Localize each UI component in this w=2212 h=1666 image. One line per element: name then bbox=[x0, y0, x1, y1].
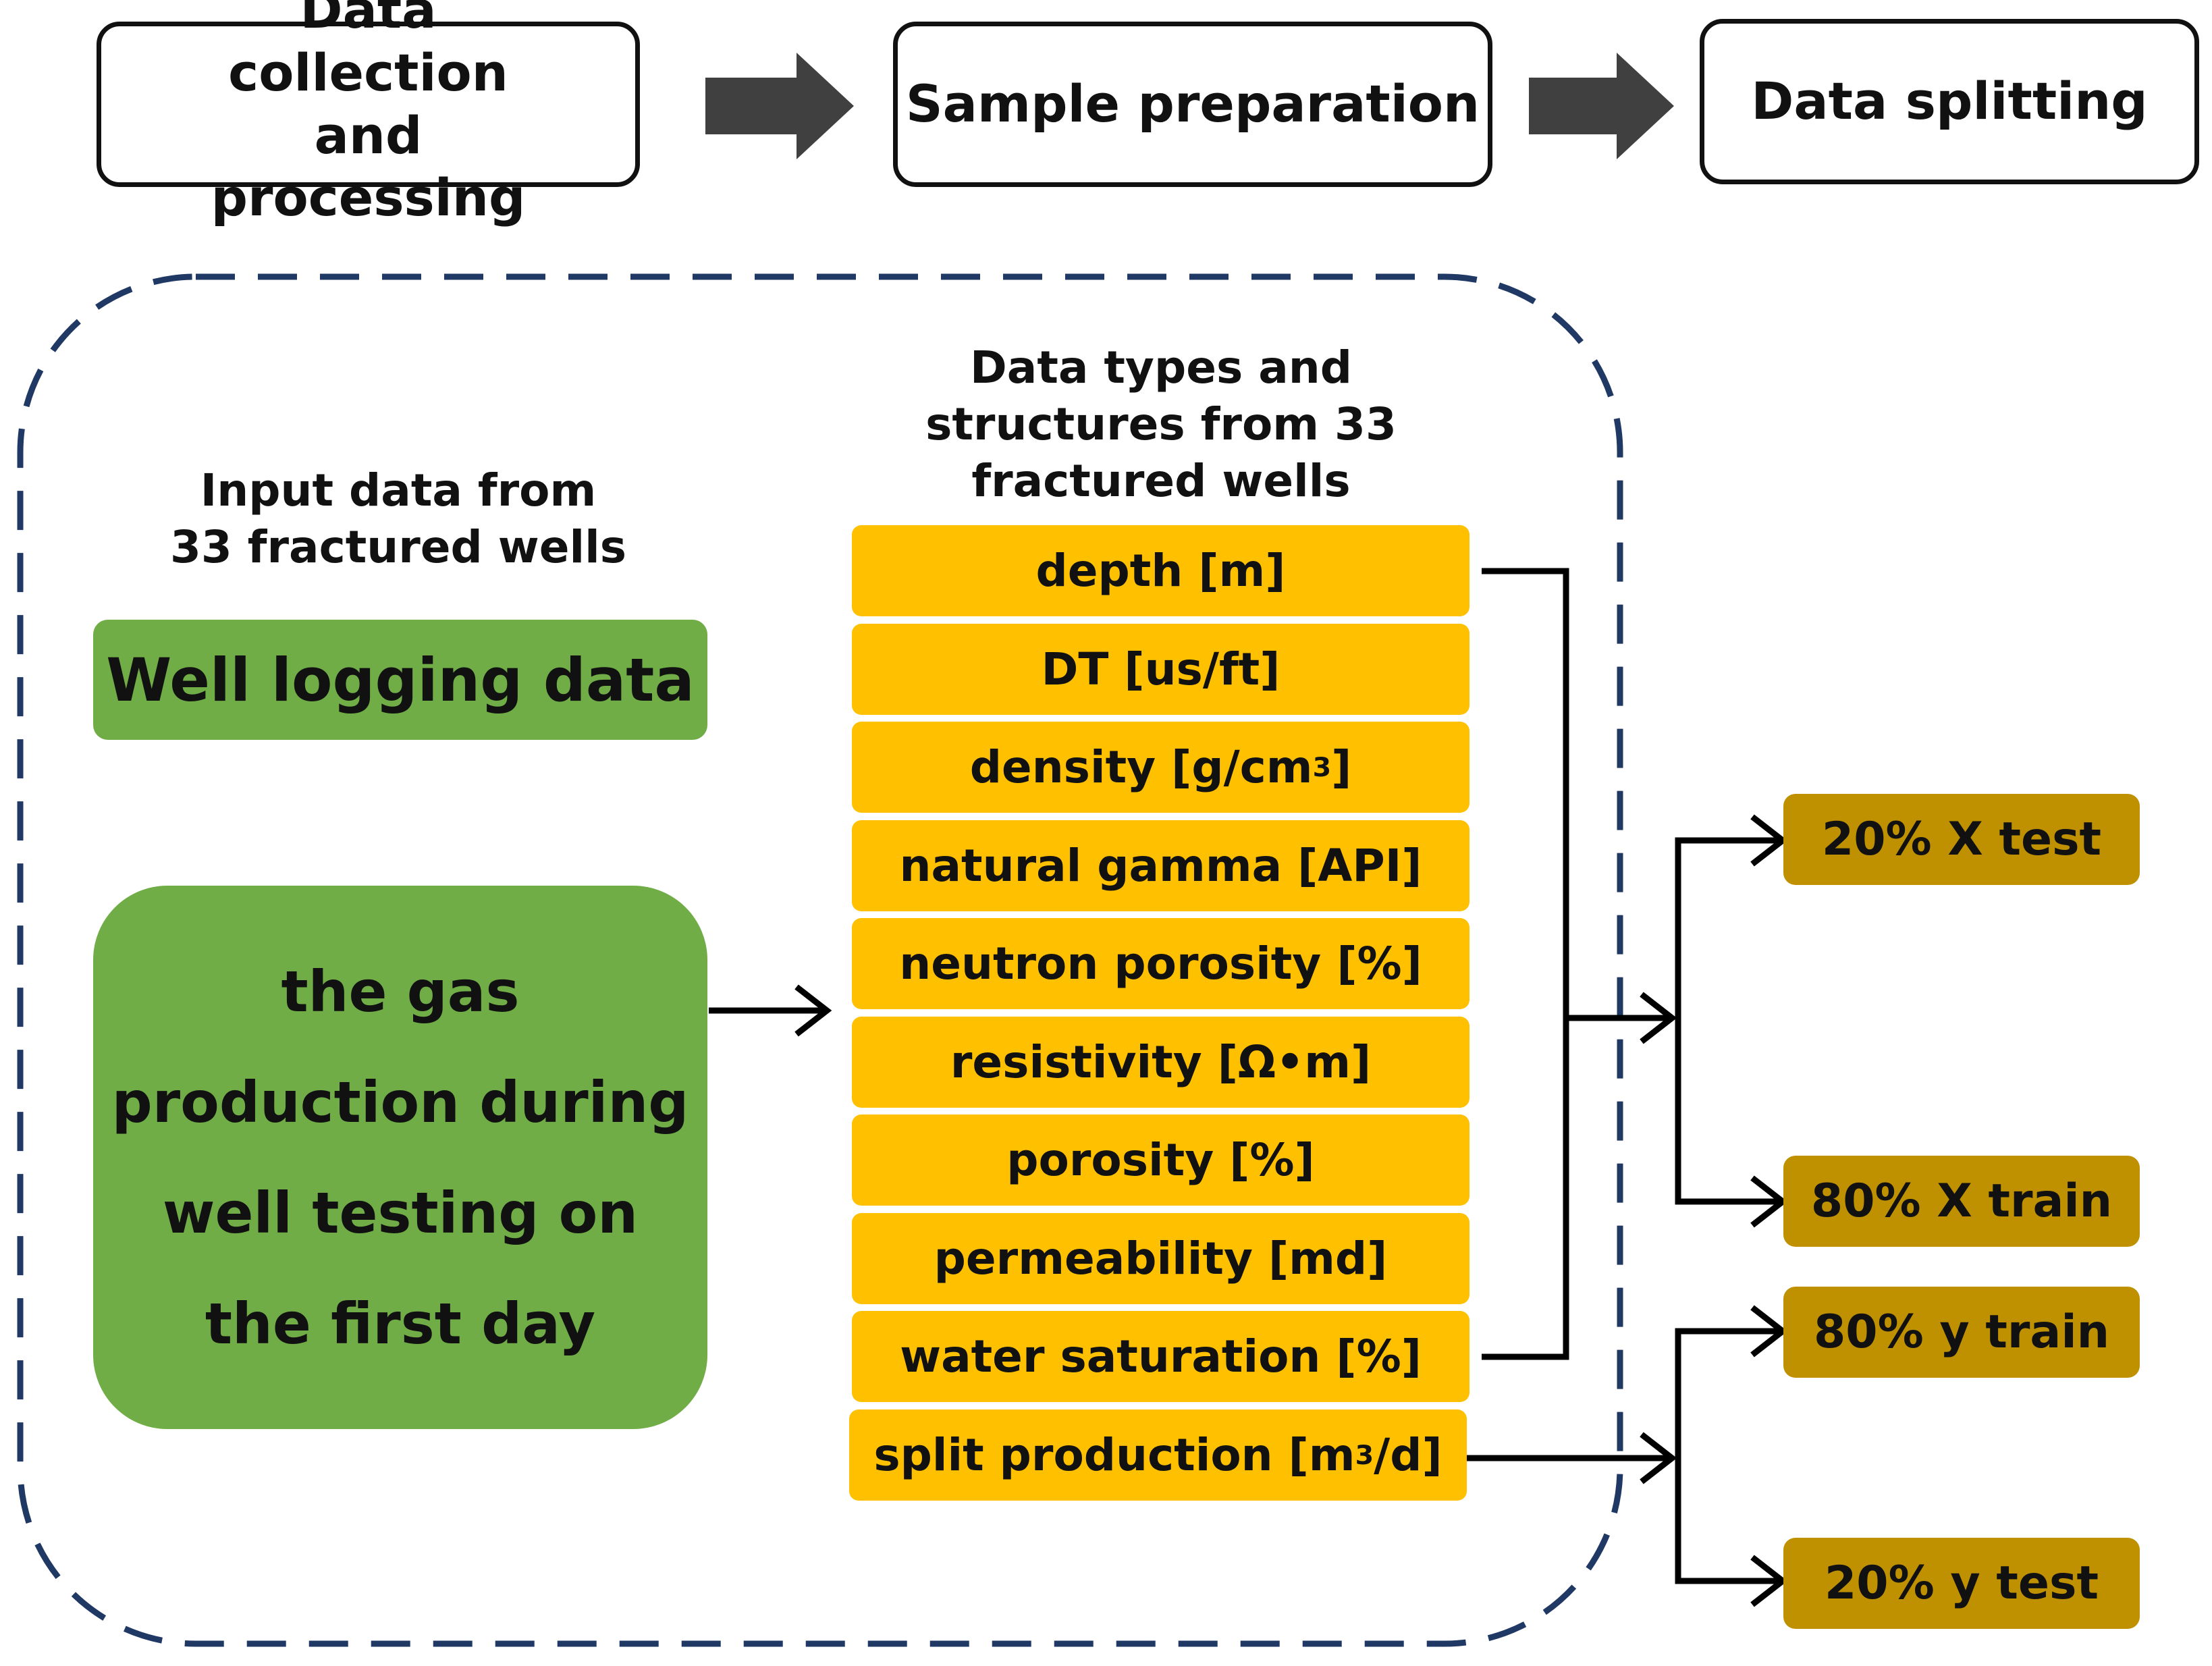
split-box-y-train: 80% y train bbox=[1783, 1287, 2140, 1378]
x-bracket bbox=[1482, 568, 1569, 1360]
data-type-unit: [%] bbox=[1336, 1331, 1422, 1382]
stage-label-data-collection: Data collection and processing bbox=[211, 0, 526, 228]
data-type-unit: [m bbox=[1288, 1429, 1355, 1481]
split-box-x-test: 20% X test bbox=[1783, 794, 2140, 885]
data-type-unit-end: /d] bbox=[1374, 1429, 1442, 1481]
stage-label-data-splitting: Data splitting bbox=[1751, 71, 2148, 132]
stage-arrow-2 bbox=[1529, 53, 1674, 159]
data-type-unit: [API] bbox=[1297, 840, 1422, 892]
data-type-name: permeability bbox=[934, 1233, 1253, 1285]
stage-box-data-splitting: Data splitting bbox=[1700, 19, 2199, 184]
data-types-heading: Data types and structures from 33 fractu… bbox=[925, 342, 1397, 507]
stage-arrow-1 bbox=[705, 53, 854, 159]
stage-box-sample-preparation: Sample preparation bbox=[893, 22, 1492, 187]
data-type-row: permeability [md] bbox=[852, 1213, 1469, 1304]
split-label-y-train: 80% y train bbox=[1813, 1306, 2110, 1359]
data-type-name: DT bbox=[1041, 643, 1109, 695]
data-type-name: depth bbox=[1035, 545, 1183, 597]
well-logging-label: Well logging data bbox=[106, 645, 695, 715]
data-type-name: split production bbox=[873, 1429, 1273, 1481]
split-label-x-train: 80% X train bbox=[1810, 1175, 2113, 1228]
data-type-name: natural gamma bbox=[899, 840, 1283, 892]
data-type-row: DT [us/ft] bbox=[852, 624, 1469, 715]
data-type-row: porosity [%] bbox=[852, 1114, 1469, 1206]
data-type-unit: [%] bbox=[1229, 1134, 1315, 1186]
data-type-unit: [%] bbox=[1337, 938, 1422, 990]
data-type-name: water saturation bbox=[900, 1331, 1321, 1382]
data-type-row: resistivity [Ω•m] bbox=[852, 1017, 1469, 1108]
x-split-fork bbox=[1675, 837, 1781, 1205]
gas-production-label: the gas production during well testing o… bbox=[111, 958, 689, 1357]
stage-box-data-collection: Data collection and processing bbox=[97, 0, 640, 227]
data-type-unit: [Ω•m] bbox=[1217, 1036, 1372, 1088]
data-type-name: resistivity bbox=[950, 1036, 1202, 1088]
split-box-x-train: 80% X train bbox=[1783, 1156, 2140, 1247]
y-split-fork bbox=[1675, 1328, 1781, 1584]
data-type-row: water saturation [%] bbox=[852, 1311, 1469, 1402]
data-type-row: neutron porosity [%] bbox=[852, 918, 1469, 1009]
split-label-x-test: 20% X test bbox=[1821, 813, 2102, 866]
data-type-unit: [m] bbox=[1198, 545, 1286, 597]
data-type-unit-end: ] bbox=[1331, 741, 1352, 793]
gas-production-box: the gas production during well testing o… bbox=[93, 886, 707, 1429]
data-type-row: natural gamma [API] bbox=[852, 820, 1469, 911]
data-type-name: porosity bbox=[1006, 1134, 1214, 1186]
data-type-unit: [g/cm bbox=[1171, 741, 1313, 793]
data-type-name: neutron porosity bbox=[899, 938, 1322, 990]
data-type-name: density bbox=[969, 741, 1156, 793]
split-label-y-test: 20% y test bbox=[1824, 1557, 2099, 1610]
split-box-y-test: 20% y test bbox=[1783, 1538, 2140, 1629]
data-type-row: depth [m] bbox=[852, 525, 1469, 616]
dashed-frame bbox=[17, 273, 1623, 1647]
data-type-unit: [us/ft] bbox=[1124, 643, 1280, 695]
input-data-heading: Input data from 33 fractured wells bbox=[169, 464, 627, 573]
stage-label-sample-preparation: Sample preparation bbox=[905, 74, 1480, 134]
well-logging-box: Well logging data bbox=[93, 620, 707, 740]
data-type-unit: [md] bbox=[1268, 1233, 1388, 1285]
